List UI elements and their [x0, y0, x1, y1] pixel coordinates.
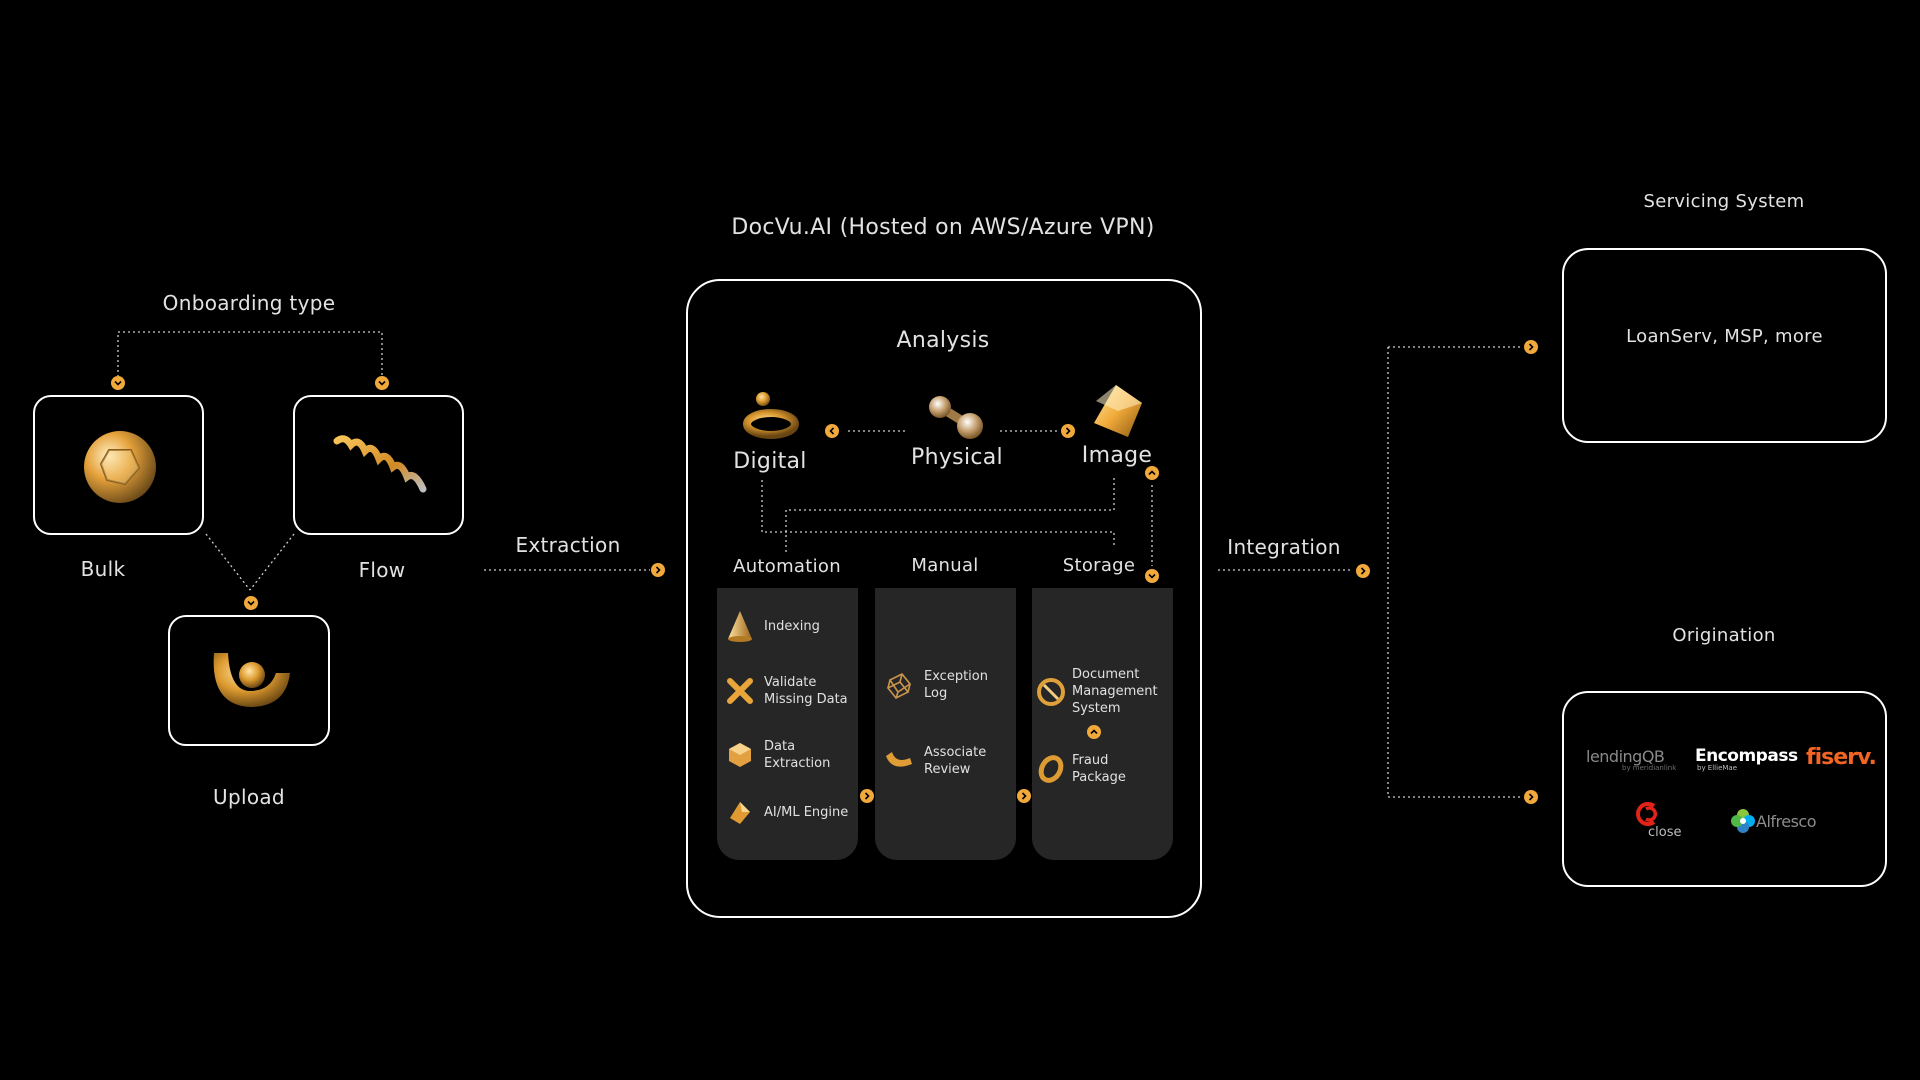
item-label: Validate Missing Data — [764, 675, 848, 707]
origination-title: Origination — [1672, 625, 1776, 646]
lendingqb-logo: lendingQB by meridianlink — [1586, 747, 1677, 772]
arrow-right-icon — [1356, 564, 1370, 578]
flow-card[interactable] — [293, 395, 464, 535]
list-item[interactable]: Exception Log — [884, 668, 988, 702]
ring-sphere-icon — [213, 653, 290, 707]
list-item[interactable]: Associate Review — [884, 744, 986, 778]
close-logo: close — [1632, 801, 1681, 840]
image-label: Image — [1081, 443, 1153, 468]
image-icon — [1094, 385, 1142, 437]
list-item[interactable]: Document Management System — [1036, 666, 1158, 717]
close-logo-mark-icon — [1636, 802, 1657, 826]
arrow-right-icon — [1524, 790, 1538, 804]
docvu-panel — [686, 279, 1202, 918]
cross-icon — [727, 678, 753, 704]
analysis-title: Analysis — [896, 328, 990, 353]
arrow-right-icon — [1017, 789, 1031, 803]
hexagon-icon — [729, 743, 751, 767]
arrow-up-icon — [1087, 725, 1101, 739]
alfresco-logo: Alfresco — [1730, 808, 1817, 834]
list-item[interactable]: Indexing — [726, 610, 820, 642]
digital-label: Digital — [733, 449, 807, 474]
servicing-system-title: Servicing System — [1643, 191, 1805, 212]
docvu-title: DocVu.AI (Hosted on AWS/Azure VPN) — [731, 215, 1155, 240]
arrow-down-icon — [111, 376, 125, 390]
storage-column: Document Management System Fraud Package — [1032, 588, 1173, 860]
item-label: Indexing — [764, 618, 820, 634]
list-item[interactable]: Fraud Package — [1036, 752, 1126, 786]
arrow-right-icon — [1061, 424, 1075, 438]
origination-card[interactable]: lendingQB by meridianlink Encompass by E… — [1562, 691, 1887, 887]
curved-shape-icon — [886, 752, 912, 767]
digital-icon — [743, 392, 799, 439]
arrow-down-icon — [1145, 569, 1159, 583]
polyhedron-icon — [84, 431, 156, 503]
upload-card[interactable] — [168, 615, 330, 746]
upload-label: Upload — [213, 785, 285, 809]
physical-label: Physical — [911, 445, 1003, 470]
list-item[interactable]: Data Extraction — [726, 738, 830, 772]
arrow-down-icon — [244, 596, 258, 610]
onboarding-type-title: Onboarding type — [162, 291, 336, 315]
item-label: Data Extraction — [764, 739, 831, 771]
bulk-card[interactable] — [33, 395, 204, 535]
physical-icon — [929, 396, 983, 439]
arrow-left-icon — [825, 424, 839, 438]
arrow-right-icon — [651, 563, 665, 577]
helix-icon — [333, 435, 427, 493]
bulk-label: Bulk — [80, 557, 126, 581]
arrow-up-icon — [1145, 466, 1159, 480]
cone-icon — [728, 611, 752, 642]
automation-column: Indexing Validate Missing Data Data Extr… — [717, 588, 858, 860]
manual-title: Manual — [911, 555, 979, 576]
arrow-right-icon — [1524, 340, 1538, 354]
fiserv-logo: fiserv. — [1806, 745, 1877, 770]
item-label: Associate Review — [924, 745, 987, 777]
automation-title: Automation — [733, 556, 841, 577]
arrow-right-icon — [860, 789, 874, 803]
item-label: Document Management System — [1072, 667, 1158, 716]
item-label: Fraud Package — [1072, 753, 1126, 785]
storage-title: Storage — [1062, 555, 1136, 576]
extraction-label: Extraction — [515, 533, 621, 557]
list-item[interactable]: AI/ML Engine — [726, 798, 848, 826]
servicing-systems-list: LoanServ, MSP, more — [1626, 326, 1823, 347]
twisted-shape-icon — [730, 802, 750, 824]
list-item[interactable]: Validate Missing Data — [726, 674, 848, 708]
servicing-system-card[interactable]: LoanServ, MSP, more — [1562, 248, 1887, 443]
gold-ring-icon — [1038, 755, 1064, 783]
encompass-logo: Encompass by EllieMae — [1695, 746, 1798, 772]
manual-column: Exception Log Associate Review — [875, 588, 1016, 860]
item-label: AI/ML Engine — [764, 804, 849, 820]
arrow-down-icon — [375, 376, 389, 390]
flow-label: Flow — [358, 558, 406, 582]
alfresco-flower-icon — [1731, 809, 1755, 833]
wireframe-cube-icon — [886, 672, 912, 700]
gold-coin-icon — [1037, 677, 1065, 706]
item-label: Exception Log — [924, 669, 988, 701]
integration-label: Integration — [1227, 535, 1341, 559]
